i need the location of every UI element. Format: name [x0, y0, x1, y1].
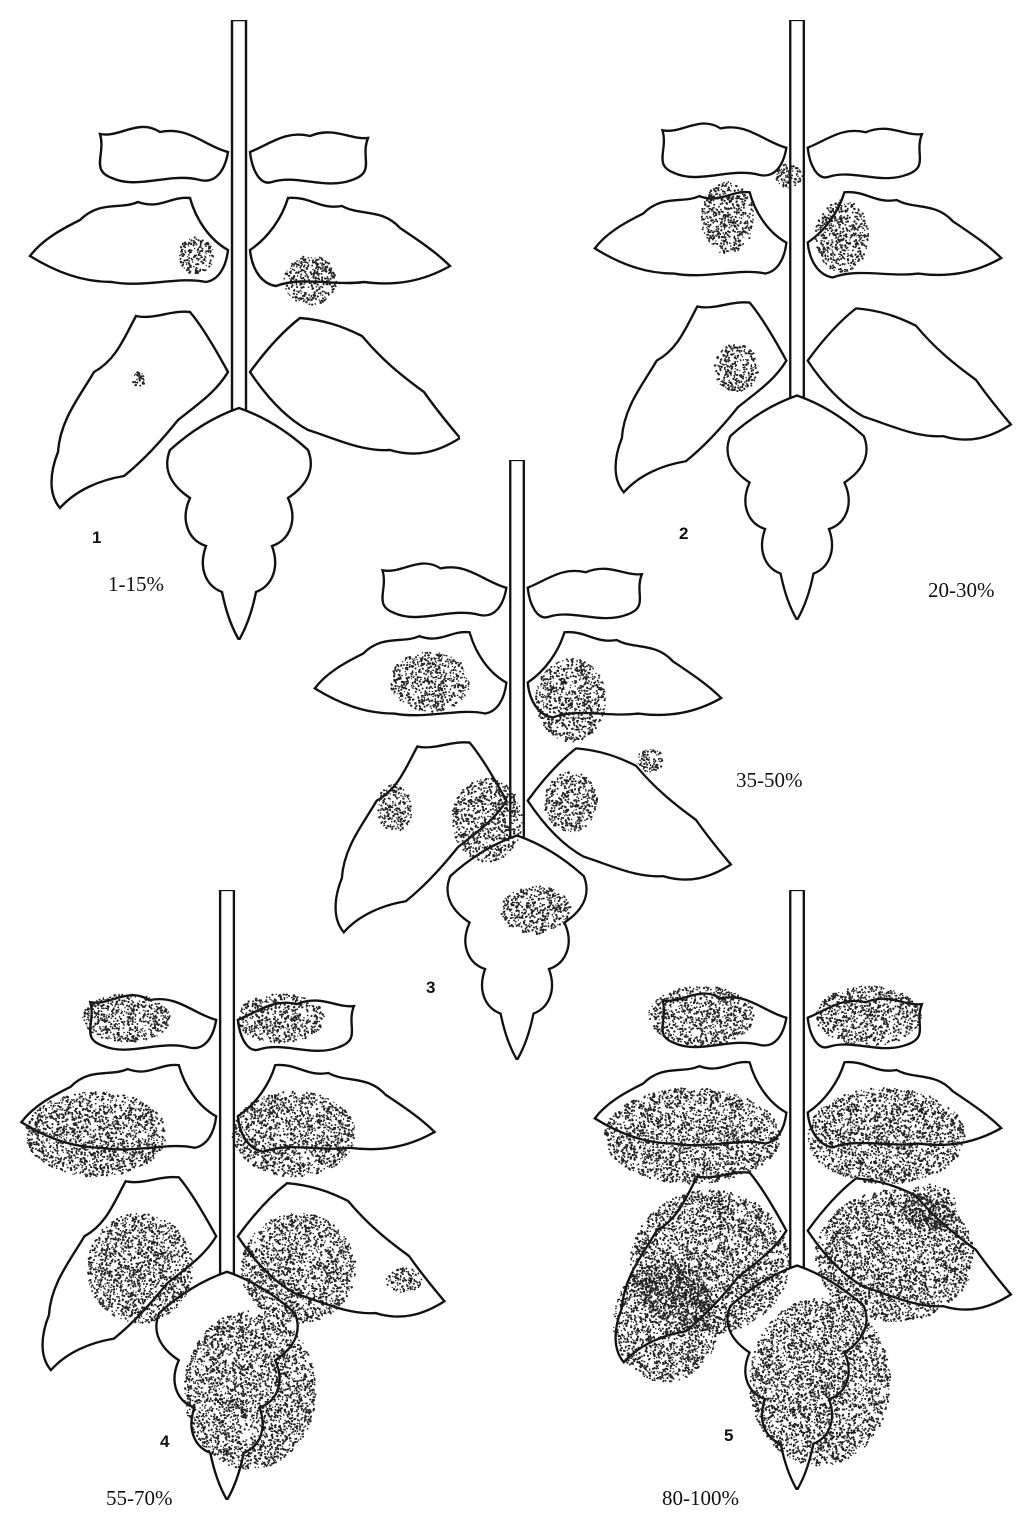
leaf-3 — [315, 460, 731, 1060]
severity-label-2: 20-30% — [928, 578, 995, 603]
severity-label-1: 1-15% — [108, 572, 164, 597]
severity-label-4: 55-70% — [106, 1486, 173, 1511]
leaf-number-5: 5 — [724, 1426, 733, 1446]
severity-label-3: 35-50% — [736, 768, 803, 793]
leaf-4 — [21, 890, 444, 1500]
leaf-number-2: 2 — [679, 524, 688, 544]
leaf-number-3: 3 — [426, 978, 435, 998]
leaf-number-1: 1 — [92, 528, 101, 548]
severity-label-5: 80-100% — [662, 1486, 739, 1511]
leaf-2 — [595, 20, 1011, 620]
leaf-number-4: 4 — [160, 1432, 169, 1452]
